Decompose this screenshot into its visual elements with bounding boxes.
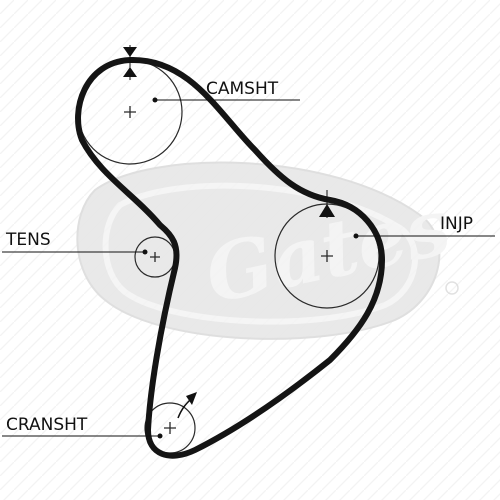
timing-mark-icon — [319, 190, 335, 218]
crankshaft-label: CRANSHT — [6, 415, 88, 435]
camshaft-leader — [152, 97, 300, 103]
tensioner-label: TENS — [5, 230, 51, 250]
tensioner-leader — [2, 249, 148, 255]
timing-mark-icon — [123, 45, 137, 80]
camshaft-label: CAMSHT — [206, 79, 279, 99]
injection-pump-label: INJP — [440, 214, 473, 234]
gates-watermark-logo: Gates — [76, 161, 459, 340]
crankshaft-leader — [2, 433, 163, 439]
timing-belt — [75, 56, 385, 459]
rotation-arrow-icon — [177, 392, 197, 419]
injection-pump-leader — [353, 233, 495, 239]
